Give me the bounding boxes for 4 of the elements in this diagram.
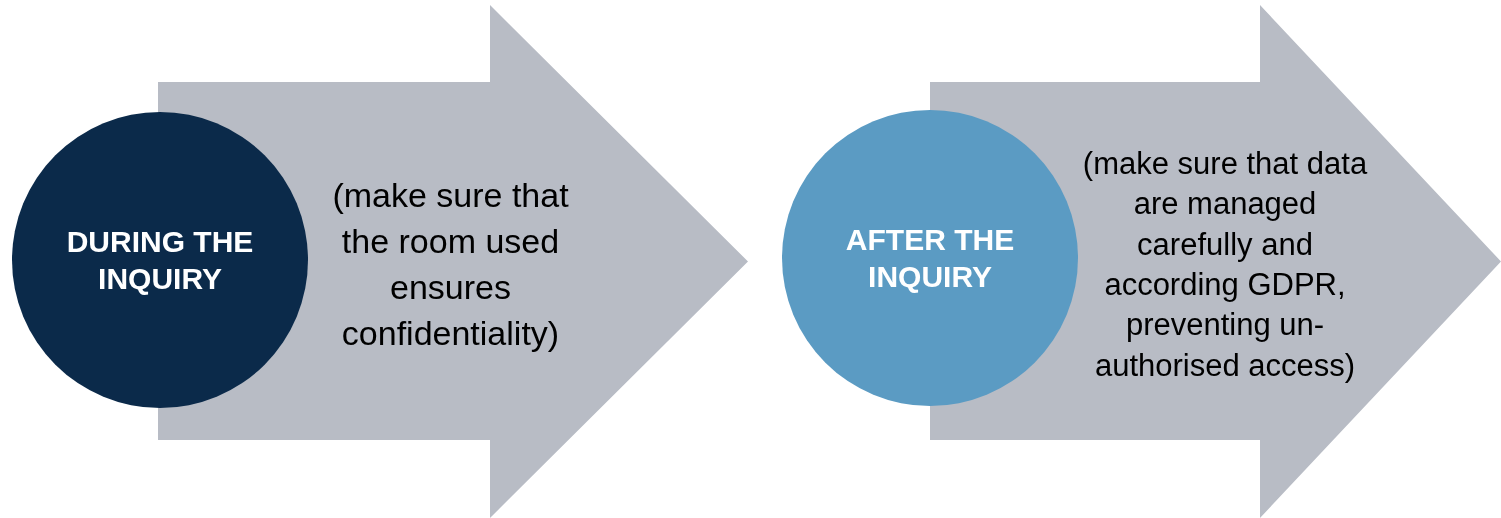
phase-description: (make sure that data are managed carefully and according GDPR, preventing un-authorised access) bbox=[1081, 145, 1369, 385]
phase-title: DURING THE INQUIRY bbox=[65, 223, 255, 297]
phase-description: (make sure that the room used ensures confidentiality) bbox=[331, 175, 570, 354]
phase-title: AFTER THE INQUIRY bbox=[844, 221, 1016, 295]
